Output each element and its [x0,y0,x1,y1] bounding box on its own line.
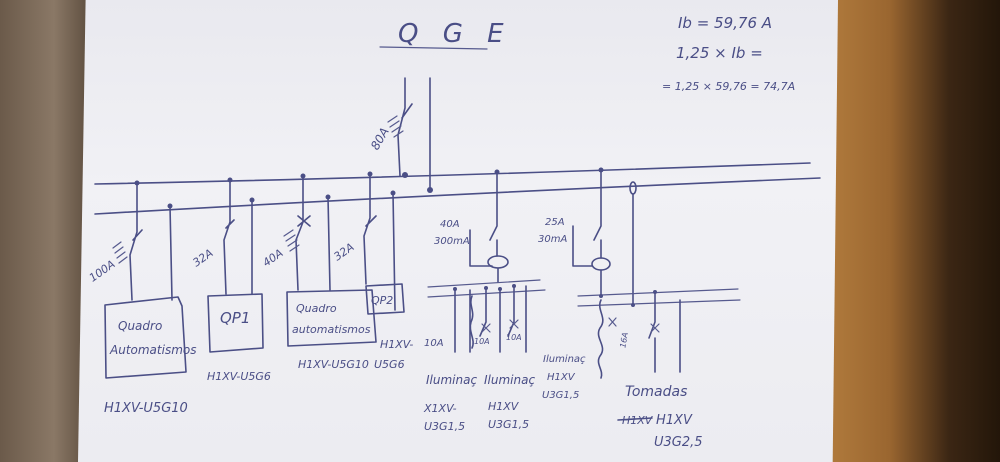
sockets-cable-bundle [597,299,604,379]
rcd-2-toroid [591,257,611,271]
feeder-2-rating: 32A [190,246,215,269]
junction-dot [427,187,433,193]
lighting-label-1: Iluminaç [426,373,477,387]
lighting-cable-3b: U3G1,5 [542,390,579,401]
feeder-1-box-label-2: Automatismos [109,343,196,357]
feeder-3-cable: H1XV-U5G10 [298,358,369,371]
lighting-cable-bundle [469,295,474,349]
background-left [0,0,90,462]
lighting-bus-phase [427,279,541,288]
sockets-cable-2: U3G2,5 [654,435,703,450]
rcd-1-test-line [469,229,493,267]
sockets-breaker-mark [608,317,617,327]
junction-dot [512,284,516,288]
rcd-2-rating: 25A [545,217,565,228]
calc-line-2: 1,25 × Ib = [676,44,763,62]
feeder-4-breaker [363,173,377,285]
feeder-1-breaker [129,182,143,301]
feeder-4-cable-1: H1XV- [380,338,413,351]
feeder-4-cable-2: U5G6 [374,358,405,371]
junction-dot [631,303,635,307]
rcd-1-toroid [487,255,509,269]
paper-sheet [78,0,838,462]
rcd-1-rating: 40A [440,219,460,230]
calc-line-3: = 1,25 × 59,76 = 74,7A [662,80,795,93]
sockets-strike-through [617,417,653,421]
sockets-breaker-mark-2 [650,323,660,333]
feeder-1-box [104,296,187,379]
main-breaker-rating: 80A [368,125,392,152]
feeder-4-neutral [392,192,396,311]
sockets-cable-1: H1XV [656,413,693,428]
feeder-1-rating: 100A [87,258,118,285]
diagram-title: Q G E [398,19,512,49]
rcd-2-sensitivity: 30mA [538,234,567,245]
main-breaker-thermal-marks [387,115,404,138]
sockets-bus-neutral [577,299,741,307]
feeder-3-rating: 40A [260,246,285,269]
sockets-bus-phase [577,288,739,297]
feeder-3-box-label-1: Quadro [296,302,337,315]
calc-line-1: Ib = 59,76 A [678,14,772,32]
junction-dot [599,294,603,298]
feeder-1-neutral [169,205,173,301]
feeder-4-box-label: QP2 [371,294,393,307]
lighting-cable-2b: U3G1,5 [488,418,529,431]
background-right [830,0,1000,462]
rcd-2-test-line [572,225,593,267]
junction-dot [498,287,502,291]
rcd-2-switch [593,169,602,259]
junction-dot [453,287,457,291]
sockets-circuit [648,291,681,373]
busbar-neutral [94,177,821,215]
busbar-phase [94,162,811,185]
feeder-2-cable: H1XV-U5G6 [207,370,271,383]
lighting-breaker-marks [481,319,519,333]
title-underline [379,46,488,50]
lighting-small-rating-2: 10A [506,333,522,342]
feeder-4-box [365,283,405,315]
lighting-small-rating-1: 10A [474,337,490,346]
sockets-struck-text: H1XV [622,414,654,427]
junction-dot [402,172,408,178]
lighting-cable-3a: H1XV [547,372,576,383]
feeder-2-box [207,293,264,353]
feeder-1-box-label-1: Quadro [118,319,162,333]
sockets-label: Tomadas [625,384,687,400]
sockets-small-rating: 16A [618,332,630,349]
feeder-3-thermal-marks [283,229,300,252]
lighting-label-3: Iluminaç [543,354,586,365]
feeder-3-box [286,289,377,347]
feeder-1-thermal-marks [112,241,128,264]
feeder-3-box-label-2: automatismos [292,323,371,336]
feeder-4-rating: 32A [331,240,356,263]
feeder-3-breaker [295,175,311,291]
feeder-1-cable: H1XV-U5G10 [104,401,188,416]
rcd-1-sensitivity: 300mA [434,236,470,247]
lighting-circuit-rating: 10A [424,338,444,349]
feeder-2-breaker [223,179,235,295]
feeder-3-neutral [327,196,331,291]
junction-dot [484,286,488,290]
lighting-cable-2a: H1XV [488,400,520,413]
lighting-cable-1a: X1XV- [423,402,457,415]
neutral-tap [629,181,637,195]
rcd-1-switch [489,171,498,257]
lighting-cable-1b: U3G1,5 [424,420,465,433]
lighting-circuits [454,285,527,353]
feeder-2-box-label: QP1 [220,309,250,327]
lighting-label-2: Iluminaç [484,373,535,387]
